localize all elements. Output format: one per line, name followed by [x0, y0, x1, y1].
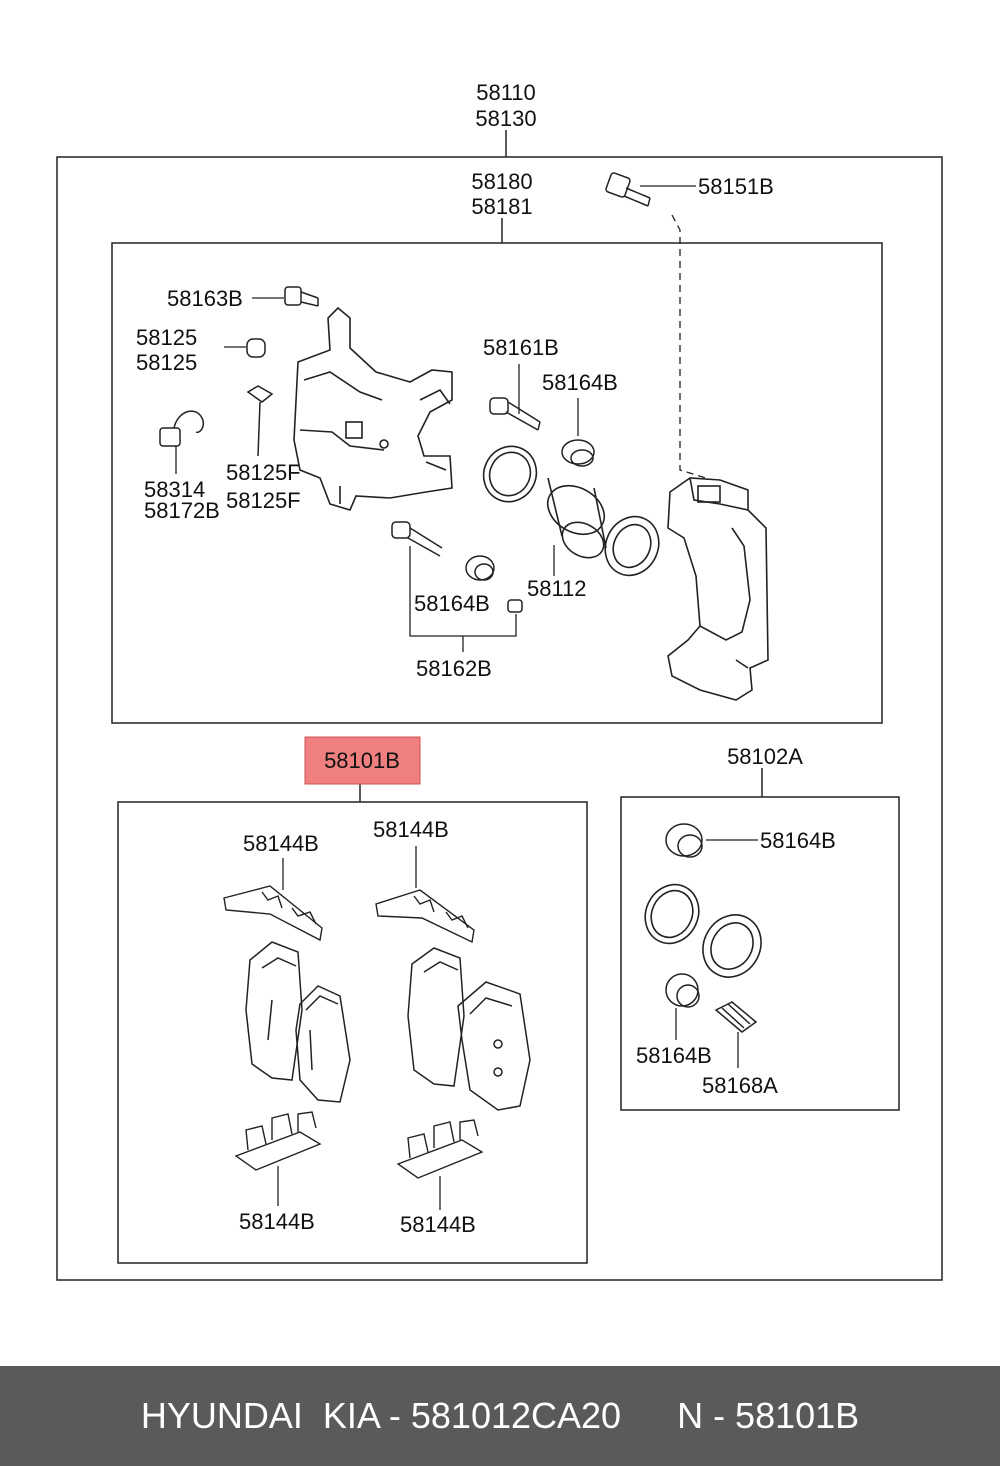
- footer-ref: N - 58101B: [677, 1395, 860, 1436]
- footer-bar: HYUNDAI KIA - 581012CA20 N - 58101B: [0, 1366, 1000, 1466]
- bleeder-screw-icon: [284, 286, 319, 307]
- label-58314: 58314: [144, 477, 205, 502]
- caliper-bracket-icon: [667, 477, 769, 701]
- pad-kit-highlight: [304, 736, 421, 785]
- label-58125-1: 58125: [136, 325, 197, 350]
- guide-boot-upper-icon: [561, 439, 595, 467]
- brake-pad-icon: [245, 941, 351, 1103]
- guide-boot-icon: [665, 973, 700, 1008]
- parts-diagram: 58110 58130 58180 58181 58151B 58163B 58…: [56, 80, 943, 1281]
- bolt-58151b-icon: [605, 172, 651, 207]
- label-58151b: 58151B: [698, 174, 774, 199]
- shim-clip-icon: [223, 885, 323, 942]
- caliper-frame: [111, 242, 883, 724]
- piston-seal-icon: [482, 445, 538, 503]
- clip-label-bottom-right: 58144B: [400, 1212, 476, 1237]
- caliper-label-2: 58181: [471, 194, 532, 219]
- pad-kit-label: 58101B: [324, 748, 400, 773]
- seal-kit-item-boot-top: 58164B: [760, 828, 836, 853]
- assembly-label-1: 58110: [476, 80, 536, 105]
- brake-pad-icon: [407, 947, 531, 1111]
- label-58125f-2: 58125F: [226, 488, 301, 513]
- guide-boot-lower-icon: [465, 555, 495, 581]
- seal-kit-item-sleeve: 58168A: [702, 1073, 778, 1098]
- assembly-label-2: 58130: [475, 106, 536, 131]
- clip-label-top-left: 58144B: [243, 831, 319, 856]
- label-58163b: 58163B: [167, 286, 243, 311]
- caliper-body-icon: [293, 306, 453, 511]
- piston-icon: [546, 477, 607, 559]
- wear-sensor-icon: [159, 410, 205, 447]
- caliper-label-1: 58180: [471, 169, 532, 194]
- label-58112: 58112: [527, 576, 587, 601]
- bleed-nipple-icon: [246, 385, 274, 457]
- label-58125-2: 58125: [136, 350, 197, 375]
- guide-boot-icon: [665, 823, 703, 858]
- label-58172b: 58172B: [144, 498, 220, 523]
- shim-clip-icon: [234, 1111, 322, 1171]
- label-58164b-upper: 58164B: [542, 370, 618, 395]
- piston-seal-icon: [644, 883, 700, 945]
- shim-clip-icon: [396, 1119, 484, 1179]
- guide-pin-icon: [489, 397, 541, 431]
- label-58125f-1: 58125F: [226, 460, 301, 485]
- dust-boot-icon: [604, 515, 660, 577]
- label-58161b: 58161B: [483, 335, 559, 360]
- seal-kit-frame: [620, 796, 900, 1111]
- clip-label-top-right: 58144B: [373, 817, 449, 842]
- dust-cap-icon: [246, 338, 266, 358]
- seal-kit-item-boot-bottom: 58164B: [636, 1043, 712, 1068]
- sleeve-icon: [714, 1001, 758, 1033]
- footer-brand: HYUNDAI KIA - 581012CA20: [140, 1395, 622, 1436]
- pin-cap-icon: [507, 599, 523, 613]
- pad-kit-frame: [117, 801, 588, 1264]
- shim-clip-icon: [375, 889, 475, 944]
- label-58162b: 58162B: [416, 656, 492, 681]
- label-58164b-lower: 58164B: [414, 591, 490, 616]
- assembly-frame: [56, 156, 943, 1281]
- guide-pin-lower-icon: [391, 521, 443, 557]
- dust-boot-icon: [702, 914, 762, 978]
- clip-label-bottom-left: 58144B: [239, 1209, 315, 1234]
- seal-kit-label: 58102A: [727, 744, 803, 769]
